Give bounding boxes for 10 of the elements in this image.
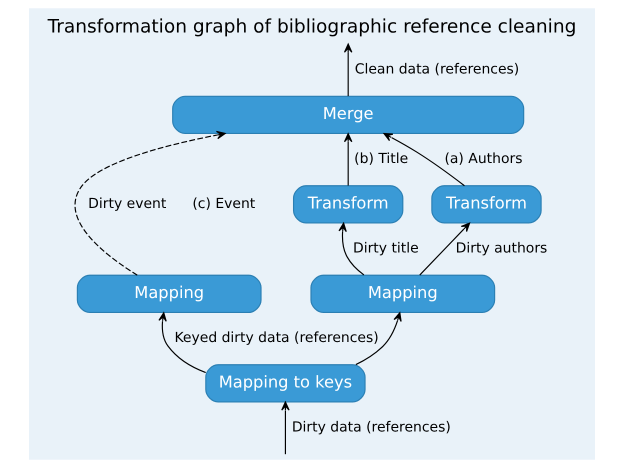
edge-label: Dirty event bbox=[88, 196, 166, 212]
edge-label: Clean data (references) bbox=[354, 62, 520, 78]
diagram-title: Transformation graph of bibliographic reference cleaning bbox=[48, 16, 576, 38]
edge-label: (b) Title bbox=[354, 151, 408, 168]
edge-label: Dirty title bbox=[352, 240, 419, 257]
label: (c) Event bbox=[192, 196, 256, 212]
edge-label: Dirty data (references) bbox=[292, 420, 451, 436]
edge-label: (a) Authors bbox=[444, 151, 522, 168]
edge-label: Dirty authors bbox=[456, 240, 548, 257]
edge-label: Keyed dirty data (references) bbox=[174, 330, 379, 346]
